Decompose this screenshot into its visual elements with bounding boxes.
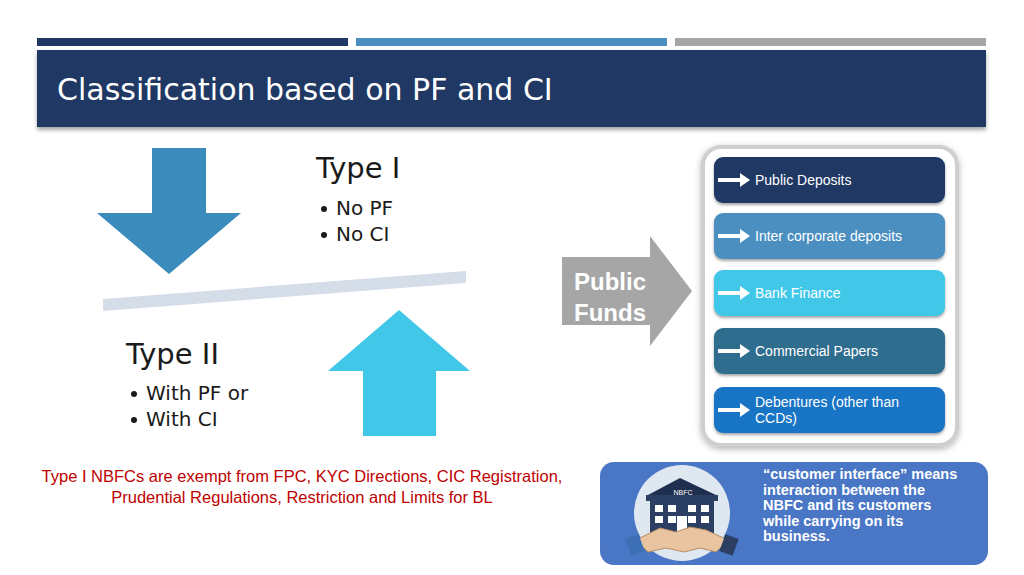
bullet-dot — [321, 232, 327, 238]
arrow-shape — [718, 173, 750, 187]
arrow-shape — [718, 344, 750, 358]
divider-band — [103, 271, 466, 311]
building-window — [688, 505, 696, 512]
note-text: Type I NBFCs are exempt from FPC, KYC Di… — [40, 466, 564, 508]
bullet-dot — [321, 206, 327, 212]
list-bar: Bank Finance — [714, 270, 945, 316]
definition-text: “customer interface” means interaction b… — [763, 467, 959, 545]
top-stripe — [356, 38, 667, 46]
building-window — [668, 516, 676, 523]
bar-label: Inter corporate deposits — [755, 228, 939, 244]
bullet-item: With PF or — [146, 381, 346, 405]
handshake — [636, 527, 728, 552]
building-door — [677, 516, 687, 533]
bar-arrow — [718, 283, 754, 303]
arrow-shape — [718, 229, 750, 243]
bar-label: Commercial Papers — [755, 343, 939, 359]
bar-label: Public Deposits — [755, 172, 939, 188]
sleeve — [625, 534, 644, 556]
arrow-label: Public Funds — [574, 266, 658, 328]
building-window — [655, 516, 663, 523]
top-stripe — [675, 38, 986, 46]
sleeve — [719, 534, 738, 556]
chevron-outline — [562, 236, 692, 346]
type-heading: Type I — [316, 151, 516, 186]
bullet-item: No CI — [336, 222, 516, 246]
arrow-shape — [718, 403, 750, 417]
list-bar: Inter corporate deposits — [714, 213, 945, 259]
bullet-item: With CI — [146, 407, 346, 431]
top-stripe — [37, 38, 348, 46]
list-bar: Commercial Papers — [714, 328, 945, 374]
building-window — [701, 516, 709, 523]
up-arrow — [328, 310, 470, 436]
bullet-dot — [131, 417, 137, 423]
building-window — [688, 516, 696, 523]
type-heading: Type II — [126, 337, 326, 372]
building-sign: NBFC — [668, 489, 698, 497]
bar-label: Bank Finance — [755, 285, 939, 301]
definition-box: “customer interface” means interaction b… — [600, 462, 988, 565]
building-window — [701, 505, 709, 512]
slide-title: Classification based on PF and CI — [57, 72, 553, 107]
bar-label: Debentures (other than CCDs) — [755, 394, 939, 426]
building-body — [650, 501, 714, 533]
bar-arrow — [718, 170, 754, 190]
list-bar: Public Deposits — [714, 157, 945, 203]
arrow-shape — [718, 286, 750, 300]
bullet-dot — [131, 391, 137, 397]
bullet-item: No PF — [336, 196, 516, 220]
title-banner: Classification based on PF and CI — [37, 50, 986, 127]
list-bar: Debentures (other than CCDs) — [714, 387, 945, 433]
chevron-arrow: Public Funds — [562, 236, 692, 346]
down-arrow — [97, 148, 241, 274]
illustration-circle — [634, 465, 730, 561]
list-panel — [703, 147, 957, 445]
building-window — [655, 505, 663, 512]
bar-arrow — [718, 400, 754, 420]
bar-arrow — [718, 341, 754, 361]
building-window — [668, 505, 676, 512]
bar-arrow — [718, 226, 754, 246]
